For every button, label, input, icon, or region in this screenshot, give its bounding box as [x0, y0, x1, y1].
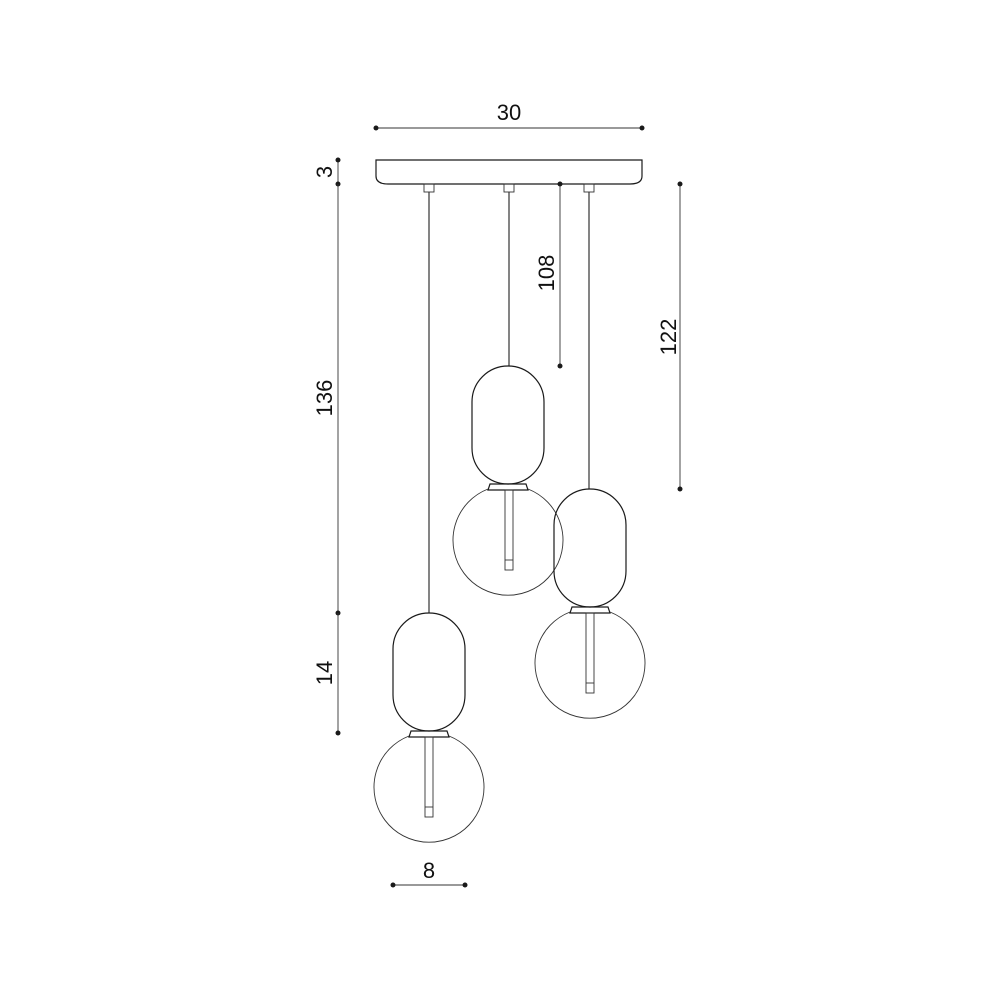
shade-left — [392, 612, 466, 732]
shade-collar-right — [569, 606, 611, 614]
dimension-label-14: 14 — [312, 661, 337, 685]
bulb-filament-left — [424, 736, 434, 818]
dimension-canopy-height: 3 — [312, 157, 341, 187]
pendant-middle — [452, 365, 564, 596]
dimension-label-136: 136 — [312, 380, 337, 417]
shade-middle — [471, 365, 545, 485]
cord-grip-right — [583, 183, 595, 193]
ceiling-canopy — [375, 159, 643, 193]
cord-grip-left — [423, 183, 435, 193]
pendant-right — [534, 488, 646, 719]
dimension-label-3: 3 — [312, 166, 337, 178]
dimension-shade-width: 8 — [390, 858, 468, 888]
dimension-label-122: 122 — [656, 319, 681, 356]
bulb-right — [534, 611, 646, 719]
cord-grip-middle — [503, 183, 515, 193]
dimension-canopy-width: 30 — [373, 100, 645, 131]
shade-collar-middle — [487, 483, 529, 491]
dimension-max-drop: 136 — [312, 184, 341, 616]
pendant-left — [373, 612, 485, 843]
bulb-filament-right — [585, 612, 595, 694]
dimension-right-drop: 122 — [656, 181, 683, 492]
dimension-shade-height: 14 — [312, 613, 341, 736]
bulb-middle — [452, 488, 564, 596]
dimension-label-30: 30 — [497, 100, 521, 125]
dimension-label-8: 8 — [423, 858, 435, 883]
bulb-filament-middle — [504, 489, 514, 571]
dimension-middle-drop: 108 — [534, 181, 563, 369]
shade-collar-left — [408, 730, 450, 738]
dimension-label-108: 108 — [534, 255, 559, 292]
bulb-left — [373, 735, 485, 843]
shade-right — [553, 488, 627, 608]
